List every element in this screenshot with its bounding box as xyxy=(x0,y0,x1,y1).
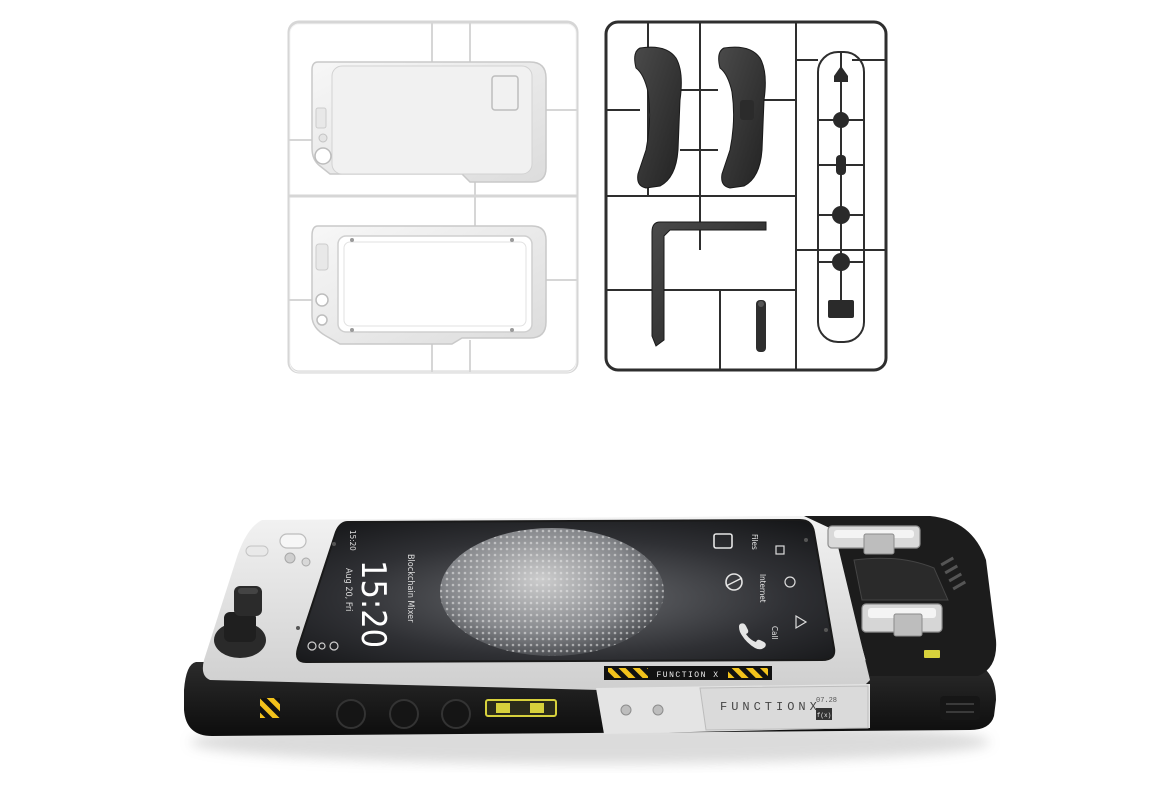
clock-date: Aug 20, Fri xyxy=(343,568,353,611)
phone-device: 15:20 15:20 Aug 20, Fri Blockchain Mixer… xyxy=(184,516,997,764)
side-code: 07.28 xyxy=(816,697,837,705)
call-label: Call xyxy=(770,626,779,639)
internet-app[interactable]: Internet xyxy=(725,573,767,603)
bottom-clip-latch[interactable] xyxy=(861,603,943,637)
joystick-knob[interactable] xyxy=(214,586,266,658)
hazard-badge xyxy=(260,698,280,718)
knob-3[interactable] xyxy=(441,699,471,729)
internet-label: Internet xyxy=(758,574,767,603)
grip-part-right xyxy=(718,46,766,189)
status-icons xyxy=(307,641,339,651)
top-clip-latch[interactable] xyxy=(827,525,921,555)
back-key[interactable] xyxy=(795,614,808,630)
light-kit-sprue xyxy=(287,20,579,374)
phone-screen: 15:20 15:20 Aug 20, Fri Blockchain Mixer… xyxy=(296,518,836,664)
phone-icon xyxy=(739,623,766,650)
indicator-led xyxy=(924,650,940,658)
front-frame-part xyxy=(311,225,547,345)
knob-2[interactable] xyxy=(389,699,419,729)
location-label: Blockchain Mixer xyxy=(405,554,415,623)
nav-bar xyxy=(775,545,808,630)
call-app[interactable]: Call xyxy=(739,623,779,650)
brand-plate: FUNCTION X xyxy=(604,666,772,680)
home-key[interactable] xyxy=(784,576,796,588)
back-plate-part xyxy=(311,61,547,183)
side-brand-text: FUNCTIONX xyxy=(720,700,821,714)
grill-pattern xyxy=(940,556,967,591)
files-app[interactable]: Files xyxy=(713,533,759,550)
brand-plate-text: FUNCTION X xyxy=(656,671,719,680)
side-rail-part xyxy=(651,221,767,347)
button-parts-column xyxy=(817,51,865,343)
dark-kit-sprue xyxy=(604,20,888,372)
lower-front: FUNCTIONX 07.28 f(x) xyxy=(260,696,980,729)
top-left-details xyxy=(245,533,311,567)
side-badge-box xyxy=(816,708,832,720)
status-time: 15:20 xyxy=(348,530,357,551)
knob-1[interactable] xyxy=(336,699,366,729)
files-icon xyxy=(713,533,733,549)
recents-key[interactable] xyxy=(775,545,785,555)
clock-time: 15:20 xyxy=(353,560,393,648)
side-badge: f(x) xyxy=(817,712,831,719)
files-label: Files xyxy=(750,534,759,550)
small-key-part xyxy=(756,300,766,352)
grip-part-left xyxy=(634,46,682,189)
internet-icon xyxy=(725,573,743,591)
